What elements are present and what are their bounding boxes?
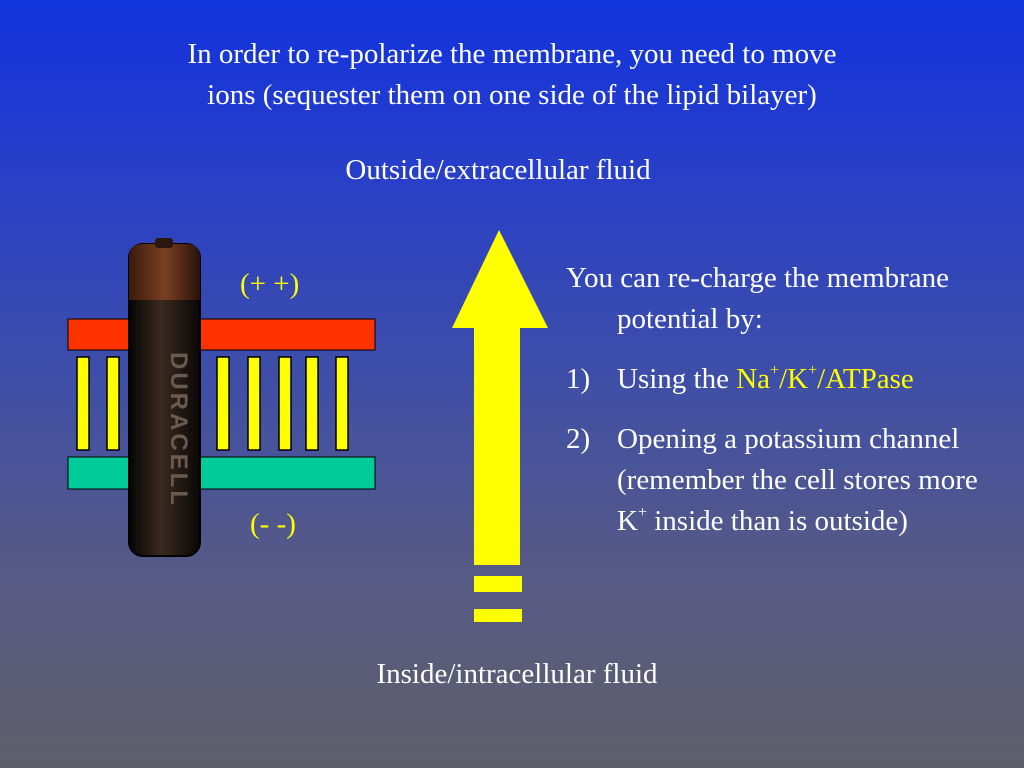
inside-fluid-label: Inside/intracellular fluid <box>376 658 658 690</box>
lipid-tails <box>76 356 349 451</box>
item1-sup-2: + <box>808 362 818 379</box>
lipid-tail <box>106 356 120 451</box>
list-item-2: 2) Opening a potassium channel (remember… <box>566 419 1006 542</box>
outside-fluid-label: Outside/extracellular fluid <box>345 154 651 186</box>
lipid-tail <box>305 356 319 451</box>
recharge-panel: You can re-charge the membrane potential… <box>566 258 1006 542</box>
list-number-2: 2) <box>566 423 591 455</box>
list-text-1: Using the Na+/K+/ATPase <box>617 359 1006 400</box>
item1-na-highlight: Na <box>736 363 771 395</box>
lipid-tail <box>335 356 349 451</box>
membrane-bottom-layer <box>67 456 376 490</box>
negative-charge-label: (- -) <box>250 508 296 540</box>
lipid-tail <box>247 356 261 451</box>
list-number-1: 1) <box>566 363 591 395</box>
battery-brand-label: DURACELL <box>165 352 192 508</box>
lipid-tail <box>76 356 90 451</box>
list-text-2: Opening a potassium channel (remember th… <box>617 419 1006 542</box>
lipid-tail <box>216 356 230 451</box>
item1-k-highlight: /K <box>779 363 809 395</box>
battery-icon: DURACELL <box>128 238 201 557</box>
item1-text: Using the <box>617 363 737 395</box>
item1-sup-1: + <box>770 362 780 379</box>
slide-title: In order to re-polarize the membrane, yo… <box>0 34 1024 116</box>
lipid-tail <box>278 356 292 451</box>
title-line-2: ions (sequester them on one side of the … <box>207 79 817 111</box>
up-arrow-icon <box>452 230 548 622</box>
panel-intro: You can re-charge the membrane potential… <box>566 262 950 335</box>
positive-charge-label: (+ +) <box>240 268 300 300</box>
item2-text-b: inside than is outside) <box>646 505 908 537</box>
membrane-top-layer <box>67 318 376 351</box>
item2-sup: + <box>637 504 647 521</box>
list-item-1: 1) Using the Na+/K+/ATPase <box>566 359 1006 400</box>
item1-atpase-highlight: /ATPase <box>817 363 914 395</box>
title-line-1: In order to re-polarize the membrane, yo… <box>187 38 837 70</box>
item2-text-a: Opening a potassium channel (remember th… <box>617 423 978 537</box>
